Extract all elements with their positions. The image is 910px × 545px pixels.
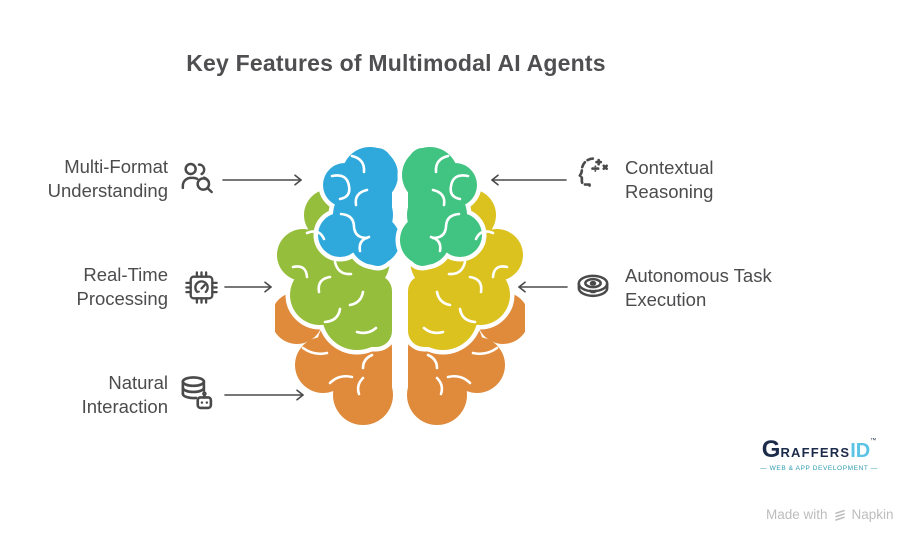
robot-vacuum-icon (573, 266, 613, 306)
feature-label-line2: Execution (625, 289, 707, 310)
feature-label-contextual-reasoning: Contextual Reasoning (625, 156, 795, 204)
logo-letter-g: G (761, 436, 781, 463)
connector-arrow-right-2 (224, 279, 276, 295)
connector-arrow-left-2 (516, 279, 568, 295)
feature-label-line2: Understanding (47, 180, 168, 201)
brain-illustration (275, 140, 525, 430)
feature-label-natural-interaction: Natural Interaction (58, 371, 168, 419)
feature-label-line2: Reasoning (625, 181, 714, 202)
connector-arrow-right-3 (224, 387, 308, 403)
connector-arrow-left-1 (489, 172, 567, 188)
feature-label-line1: Autonomous Task (625, 265, 772, 286)
napkin-icon (833, 508, 847, 522)
logo-raffers: RAFFERS (780, 445, 851, 460)
feature-label-line2: Processing (76, 288, 168, 309)
feature-label-real-time-processing: Real-Time Processing (40, 263, 168, 311)
feature-label-line1: Multi-Format (64, 156, 168, 177)
watermark-prefix: Made with (766, 507, 828, 522)
feature-label-line2: Interaction (81, 396, 168, 417)
made-with-napkin-watermark: Made with Napkin (766, 507, 894, 522)
brain-left-hemisphere (275, 147, 400, 425)
head-math-icon (571, 153, 613, 195)
feature-label-line1: Real-Time (83, 264, 168, 285)
logo-id: ID (850, 440, 871, 462)
logo-trademark: ™ (870, 438, 877, 444)
page-title: Key Features of Multimodal AI Agents (186, 50, 606, 76)
database-robot-icon (175, 372, 217, 414)
brain-right-hemisphere (400, 147, 525, 425)
feature-label-line1: Contextual (625, 157, 714, 178)
graffersid-logo: G RAFFERS ID ™ — WEB & APP DEVELOPMENT — (750, 436, 888, 472)
feature-label-autonomous-task-execution: Autonomous Task Execution (625, 264, 810, 312)
chip-gauge-icon (183, 269, 220, 306)
connector-arrow-right-1 (222, 172, 306, 188)
logo-tagline: — WEB & APP DEVELOPMENT — (760, 465, 878, 472)
watermark-brand: Napkin (851, 507, 894, 522)
feature-label-line1: Natural (108, 372, 168, 393)
users-search-icon (177, 157, 217, 197)
feature-label-multi-format-understanding: Multi-Format Understanding (20, 155, 168, 203)
